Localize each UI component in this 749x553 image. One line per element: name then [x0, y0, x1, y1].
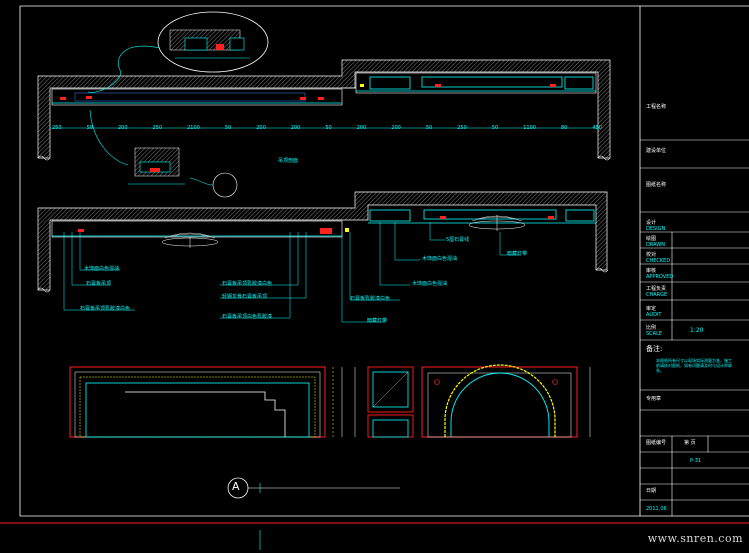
drawing-no-label: 图纸编号: [646, 440, 667, 446]
detail-callout-top: [87, 11, 269, 93]
section-marker: A: [232, 480, 240, 493]
dim-label: 200: [356, 125, 367, 131]
lower-ceiling-section: [37, 191, 609, 323]
tb-row-label: 工程负责: [646, 286, 667, 292]
dim-label: 80: [560, 125, 568, 131]
dim-label: 1100: [523, 125, 536, 131]
dim-label: 50: [86, 125, 93, 131]
notes-label: 备注:: [646, 345, 663, 353]
chandelier-left: [161, 232, 219, 248]
annotation: 暗藏灯带: [507, 251, 528, 257]
dim-label: 200: [290, 125, 301, 131]
annotation: 5厘石膏线: [446, 237, 470, 243]
drawing-frame: [0, 5, 749, 524]
dim-label: 250: [52, 125, 62, 131]
detail-callout-small: [89, 109, 238, 198]
chandelier-right: [468, 215, 526, 231]
ceiling-label: 吊顶剖面: [278, 158, 299, 164]
dim-label: 50: [325, 125, 332, 131]
annotation: 轻钢龙骨石膏板吊顶: [222, 294, 268, 300]
tb-row-label: 绘图: [646, 236, 657, 242]
tb-row-label: 审核: [646, 268, 657, 274]
drawing-name-label: 图纸名称: [646, 182, 667, 188]
date-label: 日期: [646, 488, 657, 494]
tb-row-label: 校对: [646, 252, 657, 258]
project-label: 工程名称: [646, 104, 667, 110]
tb-row-label: 审定: [646, 306, 657, 312]
tb-row-sub: CHARGE: [646, 292, 668, 298]
tb-row-sub: DESIGN: [646, 226, 666, 232]
upper-dimension-row: 250 50 200 250 2100 50 200 200 50 200 20…: [52, 125, 602, 131]
annotation: 石膏板吊顶乳胶漆白色: [80, 306, 131, 312]
elevation-details: [69, 364, 591, 550]
dim-label: 50: [224, 125, 232, 131]
notes-text: 本图纸所有尺寸以现场实际测量为准，施工前请核对图纸，如有问题请及时与设计师联系。: [656, 358, 732, 373]
dim-label: 2100: [187, 125, 200, 131]
drawing-no-value: P-31: [690, 458, 702, 464]
annotation: 木饰面白色混油: [422, 256, 458, 262]
annotation: 暗藏灯带: [367, 318, 388, 324]
upper-ceiling-section: [37, 59, 611, 161]
dim-label: 50: [491, 125, 499, 131]
tb-row-sub: APPROVED: [646, 274, 674, 280]
tb-row-sub: DRAWN: [646, 242, 665, 248]
sheet-label: 第 页: [684, 440, 696, 446]
dim-label: 250: [152, 125, 163, 131]
dim-label: 450: [592, 125, 602, 131]
client-label: 建设单位: [646, 148, 667, 154]
annotation: 石膏板吊顶: [86, 281, 112, 287]
date-value: 2011.06: [646, 506, 667, 512]
dim-label: 250: [457, 125, 467, 131]
dim-label: 50: [425, 125, 433, 131]
tb-row-label: 设计: [646, 220, 657, 226]
dim-label: 200: [391, 125, 401, 131]
annotation: 石膏板吊顶白色乳胶漆: [222, 314, 273, 320]
tb-row-label: 比例: [646, 325, 657, 331]
dim-label: 200: [256, 125, 266, 131]
annotation: 木饰面白色混油: [84, 266, 120, 272]
tb-row-sub: SCALE: [646, 331, 663, 337]
annotation: 石膏板乳胶漆白色: [350, 296, 391, 302]
tb-row-sub: CHECKED: [646, 258, 671, 264]
title-block-frame: [640, 139, 749, 516]
dim-label: 200: [117, 125, 128, 131]
stamp-label: 专用章: [646, 396, 662, 402]
annotation: 石膏板吊顶乳胶漆白色: [222, 281, 273, 287]
scale-value: 1:20: [690, 327, 704, 334]
annotation: 木饰面白色混油: [412, 281, 448, 287]
tb-row-sub: AUDIT: [646, 312, 662, 318]
watermark: www.snren.com: [647, 532, 743, 545]
